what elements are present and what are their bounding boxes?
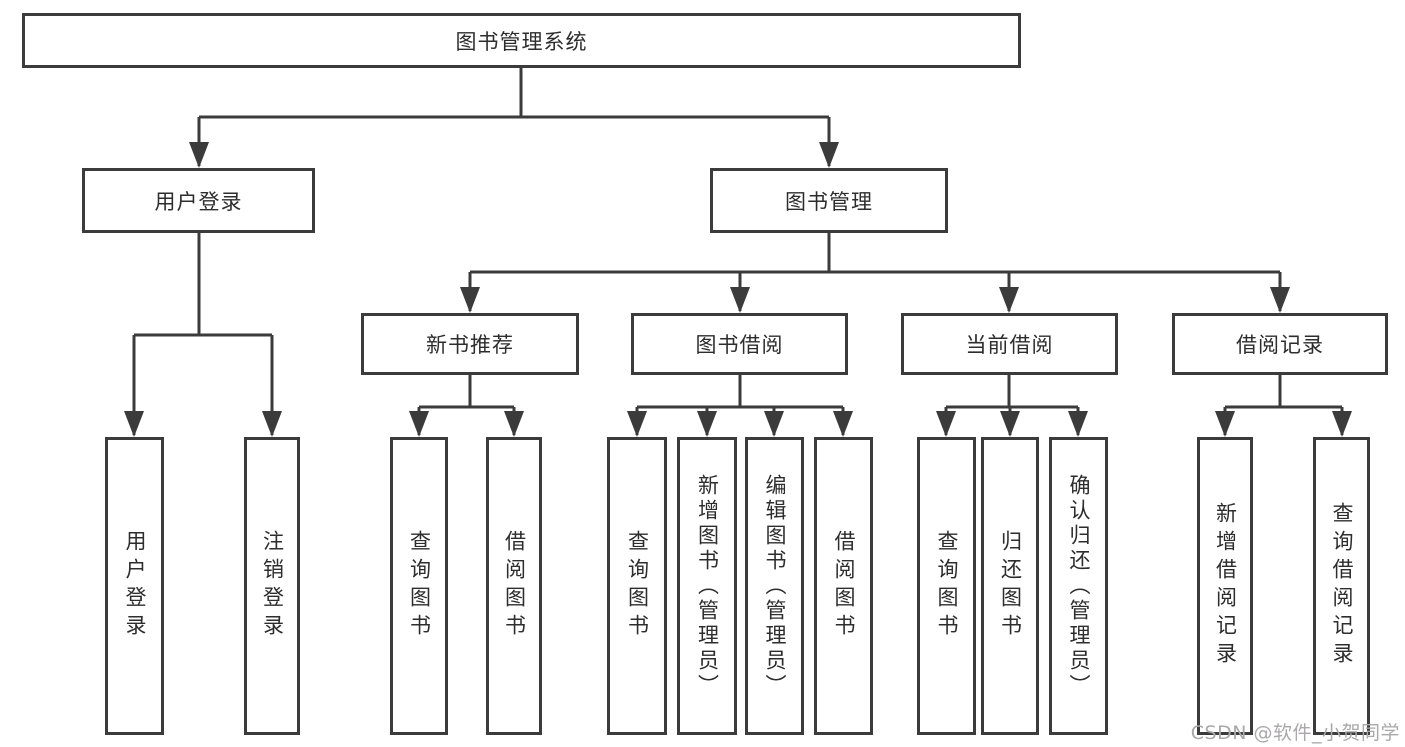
- leaf-borrow-books: 借阅图书: [814, 437, 873, 735]
- leaf-borrow-books-recommend: 借阅图书: [486, 437, 542, 735]
- leaf-query-books-recommend: 查询图书: [390, 437, 448, 735]
- leaf-query-books-borrow: 查询图书: [607, 437, 667, 735]
- node-current-borrow: 当前借阅: [901, 313, 1118, 375]
- leaf-query-books-current: 查询图书: [917, 437, 976, 735]
- arrowheads: [124, 142, 1352, 437]
- node-borrow-records: 借阅记录: [1172, 313, 1388, 375]
- leaf-logout: 注销登录: [244, 437, 300, 735]
- node-user-login: 用户登录: [82, 168, 315, 233]
- leaf-user-login: 用户登录: [105, 437, 164, 735]
- watermark-text: CSDN @软件_小贺同学: [1190, 722, 1400, 744]
- leaf-add-books-admin: 新增图书（管理员）: [677, 437, 737, 735]
- leaf-return-books: 归还图书: [981, 437, 1039, 735]
- leaf-confirm-return-admin: 确认归还（管理员）: [1049, 437, 1108, 735]
- node-new-book-recommend: 新书推荐: [361, 313, 579, 375]
- leaf-edit-books-admin: 编辑图书（管理员）: [745, 437, 804, 735]
- leaf-query-borrow-record: 查询借阅记录: [1313, 437, 1370, 735]
- leaf-add-borrow-record: 新增借阅记录: [1197, 437, 1253, 735]
- node-book-management: 图书管理: [710, 168, 948, 233]
- node-library-system: 图书管理系统: [22, 13, 1021, 68]
- node-book-borrow: 图书借阅: [631, 313, 848, 375]
